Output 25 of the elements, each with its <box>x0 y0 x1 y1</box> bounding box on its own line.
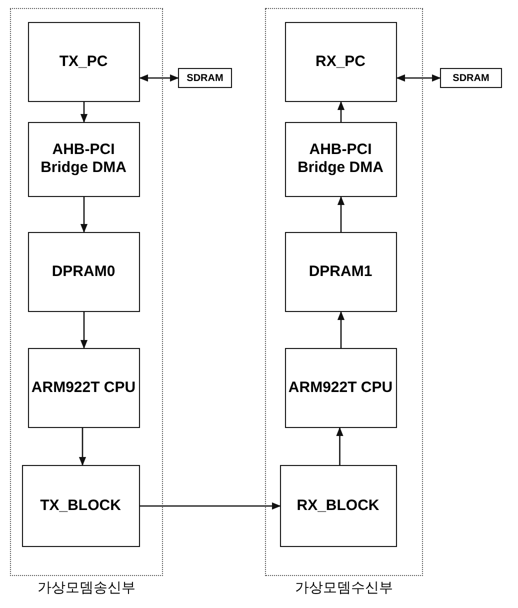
process-box: DPRAM1 <box>284 232 396 312</box>
arrow <box>80 312 88 349</box>
memory-box: SDRAM <box>178 68 232 88</box>
group-label: 가상모뎀송신부 <box>36 579 136 597</box>
process-box: AHB-PCI Bridge DMA <box>284 122 396 196</box>
arrow <box>336 427 344 465</box>
process-box: ARM922T CPU <box>284 348 396 428</box>
arrow <box>396 74 441 82</box>
arrow <box>337 101 345 122</box>
process-box: ARM922T CPU <box>28 348 140 428</box>
arrow <box>139 74 179 82</box>
process-box: TX_BLOCK <box>22 464 140 546</box>
arrow <box>80 197 88 233</box>
process-box: AHB-PCI Bridge DMA <box>28 122 140 196</box>
memory-box: SDRAM <box>440 68 502 88</box>
arrow <box>80 102 88 123</box>
arrow <box>337 311 345 348</box>
group-label: 가상모뎀수신부 <box>294 579 394 597</box>
process-box: TX_PC <box>28 22 140 102</box>
process-box: RX_BLOCK <box>280 464 396 546</box>
arrow <box>78 428 86 466</box>
arrow <box>337 196 345 232</box>
process-box: DPRAM0 <box>28 232 140 312</box>
arrow <box>140 502 281 510</box>
process-box: RX_PC <box>284 22 396 102</box>
